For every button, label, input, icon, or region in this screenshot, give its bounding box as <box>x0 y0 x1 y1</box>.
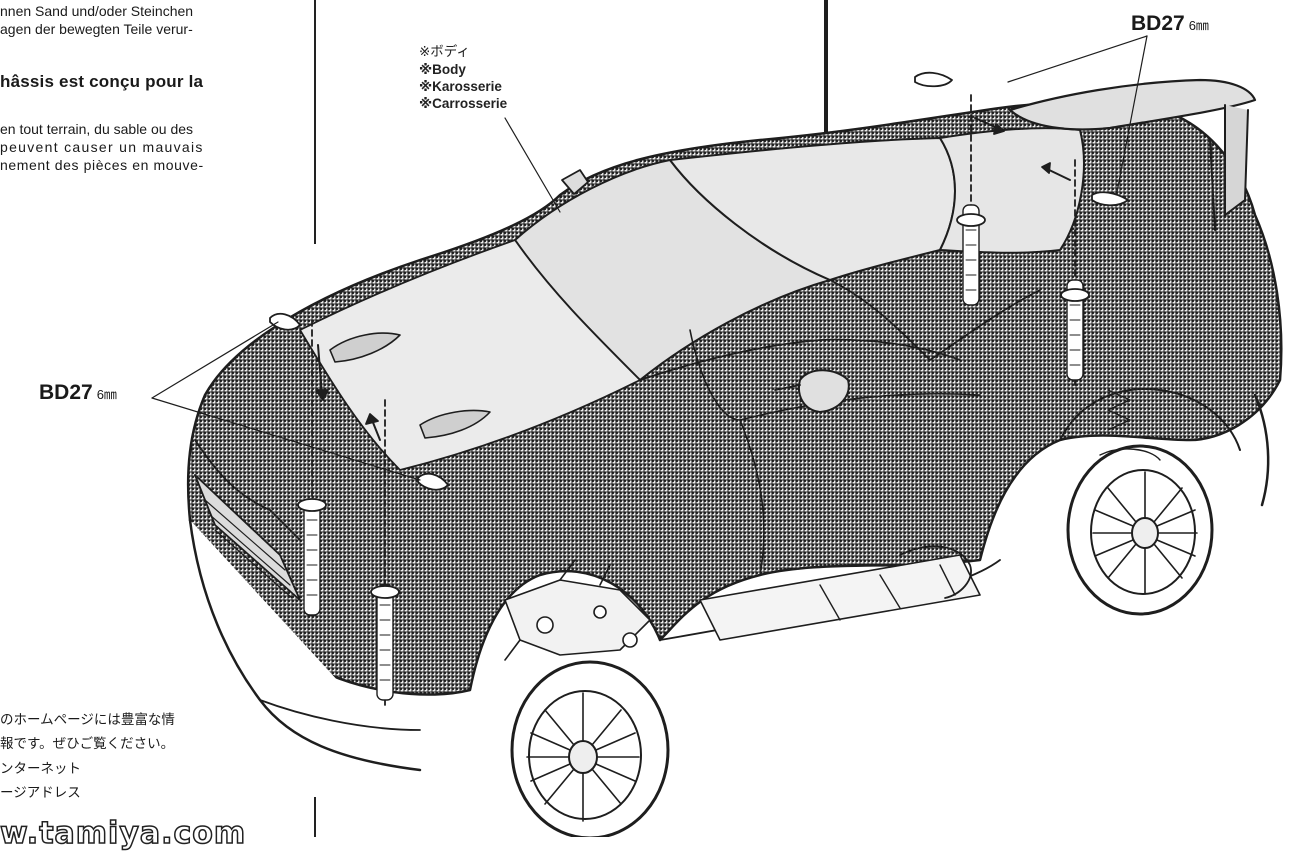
japanese-text-line-1: のホームページには豊富な情 <box>0 712 175 728</box>
front-wheel <box>510 660 670 837</box>
body-note: ※ボディ ※Body ※Karosserie ※Carrosserie <box>419 44 507 112</box>
body-note-fr: ※Carrosserie <box>419 96 508 111</box>
french-heading-line: hâssis est conçu pour la <box>0 72 204 91</box>
french-text-line-3: nement des pièces en mouve- <box>0 157 204 173</box>
callout-leaders <box>151 35 1148 481</box>
german-text-line-2: agen der bewegten Teile verur- <box>0 21 193 37</box>
french-text-line-1: en tout terrain, du sable ou des <box>0 121 194 137</box>
body-pins <box>269 71 1129 706</box>
rear-suspension <box>1099 389 1161 461</box>
front-suspension <box>504 559 651 661</box>
body-note-de: ※Karosserie <box>419 79 502 94</box>
body-note-jp: ※ボディ <box>419 44 470 60</box>
column-divider-top <box>314 0 316 244</box>
japanese-text-line-3: ンターネット <box>0 761 81 777</box>
rear-tire-edge <box>1253 393 1270 507</box>
car-body-shell <box>186 78 1283 772</box>
german-text-line-1: nnen Sand und/oder Steinchen <box>0 3 194 19</box>
body-note-en: ※Body <box>419 62 466 77</box>
callout-bd27-front-part: BD27 <box>39 381 93 404</box>
japanese-text-line-2: 報です。ぜひご覧ください。 <box>0 736 175 752</box>
rear-wheel <box>1066 444 1214 616</box>
japanese-text-line-4: ージアドレス <box>0 785 81 801</box>
callout-bd27-front-size: 6㎜ <box>96 387 117 402</box>
callout-bd27-rear-size: 6㎜ <box>1188 18 1209 33</box>
callout-bd27-rear-part: BD27 <box>1131 12 1185 35</box>
french-text-line-2: peuvent causer un mauvais <box>0 139 204 155</box>
column-divider-bottom <box>314 797 316 837</box>
